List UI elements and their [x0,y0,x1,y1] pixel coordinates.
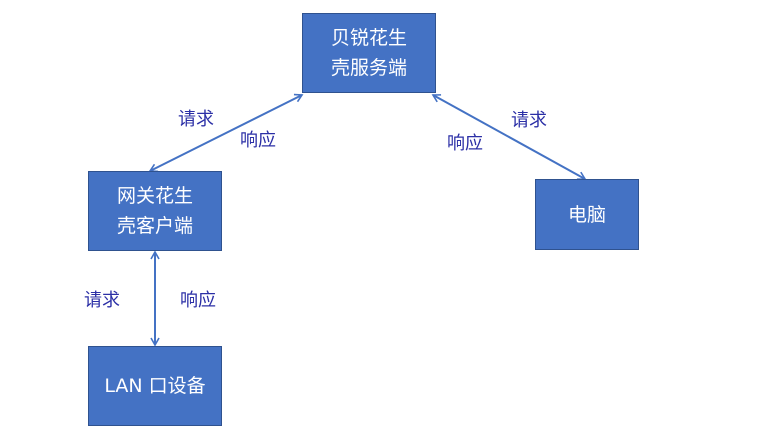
arrow-server-pc [431,94,587,180]
gateway-node-line2: 壳客户端 [116,215,193,237]
pc-node-label: 电脑 [567,203,606,226]
server-node-line2: 壳服务端 [330,57,407,79]
label-gw-server-request: 请求 [178,109,214,130]
gateway-node-line1: 网关花生 [116,185,193,207]
label-gw-server-response: 响应 [240,130,276,151]
lan-device-node-label: LAN 口设备 [104,375,206,397]
server-node: 贝锐花生 壳服务端 [302,13,436,93]
server-node-line1: 贝锐花生 [330,27,407,49]
label-lan-gw-response: 响应 [180,290,216,311]
gateway-node: 网关花生 壳客户端 [88,171,222,251]
label-server-pc-request: 请求 [511,110,547,131]
label-lan-gw-request: 请求 [84,290,120,311]
lan-device-node: LAN 口设备 [88,346,222,426]
pc-node: 电脑 [535,179,639,250]
arrow-gateway-server [148,93,304,173]
label-server-pc-response: 响应 [447,133,483,154]
